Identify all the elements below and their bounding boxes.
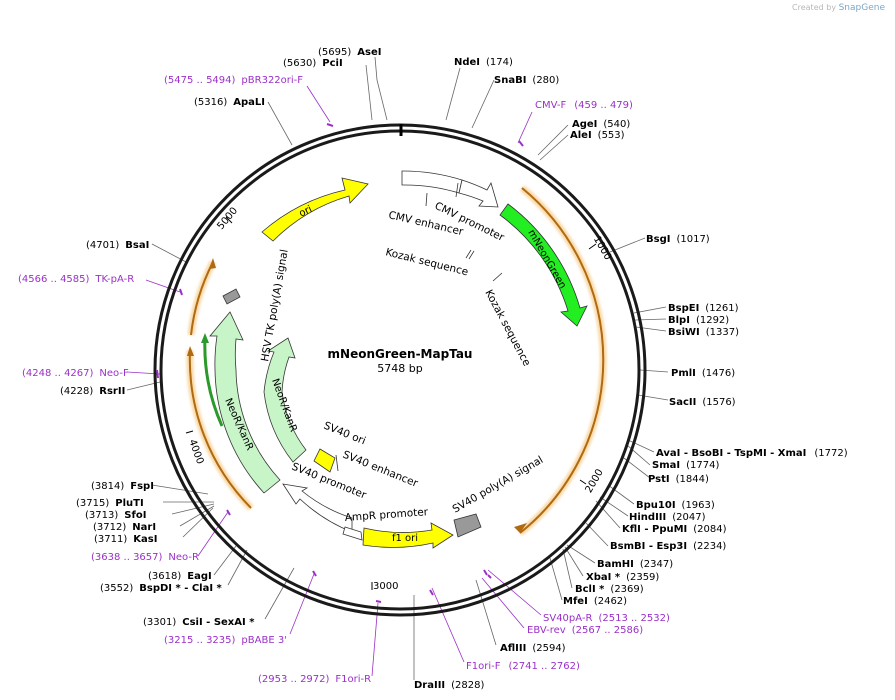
label-ori: ori (297, 204, 314, 220)
label-ampr-promoter: AmpR promoter (344, 506, 429, 524)
feature-f1-ori (362, 522, 454, 549)
site-f1ori-r: (2953 .. 2972)F1ori-R (258, 674, 371, 685)
site-f1ori-f: F1ori-F(2741 .. 2762) (466, 661, 580, 672)
site-bpu10I: Bpu10I(1963) (636, 500, 715, 511)
feature-cmv-enhancer (401, 170, 463, 194)
site-ageI: AgeI(540) (572, 119, 630, 130)
feature-neokan-inner (263, 337, 307, 463)
label-mneongreen: mNeonGreen (525, 228, 568, 291)
site-fspI: (3814)FspI (91, 481, 154, 492)
tick-3000: 3000 (373, 581, 398, 592)
feature-sv40-ori (313, 448, 336, 473)
site-pmlI: PmlI(1476) (671, 368, 735, 379)
tick-4000: 4000 (186, 438, 205, 466)
site-apaLI: (5316)ApaLI (194, 97, 265, 108)
tick-5000: 5000 (215, 206, 240, 233)
orf-arcs (186, 185, 607, 536)
site-csiI-sexAI: (3301)CsiI - SexAI * (143, 617, 255, 628)
site-cmv-f: CMV-F(459 .. 479) (535, 100, 633, 111)
site-sacII: SacII(1576) (669, 397, 736, 408)
site-bsgI: BsgI(1017) (646, 234, 710, 245)
site-kflI-ppuMI: KflI - PpuMI(2084) (622, 524, 727, 535)
snapgene-credit: Created by SnapGene (792, 3, 885, 13)
feature-neokan-outer (209, 311, 281, 494)
site-neo-f: (4248 .. 4267)Neo-F (22, 368, 129, 379)
label-sv40-polya: SV40 poly(A) signal (451, 454, 546, 516)
site-ndeI: NdeI(174) (454, 57, 513, 68)
site-kasI: (3711)KasI (94, 534, 157, 545)
site-pbr322ori-f: (5475 .. 5494)pBR322ori-F (164, 75, 303, 86)
plasmid-size: 5748 bp (377, 362, 422, 375)
site-bspDI-claI: (3552)BspDI * - ClaI * (100, 583, 223, 594)
site-aseI: (5695)AseI (318, 47, 381, 58)
feature-cmv-promoter (458, 179, 499, 208)
label-kozak-2: Kozak sequence (482, 288, 532, 368)
feature-ori (261, 177, 369, 242)
feature-ampr-promoter (342, 526, 363, 541)
feature-sv40-promoter (282, 483, 353, 533)
site-hindIII: HindIII(2047) (629, 512, 706, 523)
site-eagI: (3618)EagI (148, 571, 212, 582)
feature-hsv-polya-box (222, 288, 241, 305)
site-mfeI: MfeI(2462) (563, 596, 627, 607)
site-labels: (5695)AseI (5630)PciI (5475 .. 5494)pBR3… (18, 47, 848, 691)
site-bsiWI: BsiWI(1337) (668, 327, 739, 338)
credit-prefix: Created by (792, 3, 837, 12)
site-avaI-group: AvaI - BsoBI - TspMI - XmaI(1772) (656, 448, 848, 459)
site-pstI: PstI(1844) (648, 474, 709, 485)
site-rsrII: (4228)RsrII (60, 386, 125, 397)
tick-1000: 1000 (591, 235, 613, 263)
site-bclI: BclI *(2369) (575, 584, 644, 595)
site-aleI: AleI(553) (570, 130, 625, 141)
features (209, 170, 588, 549)
site-smaI: SmaI(1774) (652, 460, 719, 471)
site-blpI: BlpI(1292) (668, 315, 729, 326)
label-f1-ori: f1 ori (392, 533, 418, 544)
site-bspEI: BspEI(1261) (668, 303, 739, 314)
credit-brand: SnapGene (838, 3, 885, 13)
site-xbaI: XbaI *(2359) (586, 572, 659, 583)
site-sv40pa-r: SV40pA-R(2513 .. 2532) (543, 613, 670, 624)
site-ebv-rev: EBV-rev(2567 .. 2586) (527, 625, 643, 636)
site-narI: (3712)NarI (93, 522, 156, 533)
site-snaBI: SnaBI(280) (494, 75, 559, 86)
site-draIII: DraIII(2828) (414, 680, 485, 691)
site-pluTI: (3715)PluTI (76, 498, 144, 509)
label-kozak-1: Kozak sequence (384, 246, 469, 278)
tick-2000: 2000 (584, 467, 606, 495)
site-tk-pa-r: (4566 .. 4585)TK-pA-R (18, 274, 134, 285)
site-sfoI: (3713)SfoI (85, 510, 146, 521)
site-neo-r: (3638 .. 3657)Neo-R (91, 552, 199, 563)
site-bsmBI-esp3I: BsmBI - Esp3I(2234) (610, 541, 726, 552)
site-aflIII: AflIII(2594) (500, 643, 566, 654)
site-pciI: (5630)PciI (283, 58, 343, 69)
primer-marks (156, 123, 524, 603)
feature-sv40-polya-box (453, 513, 482, 538)
label-sv40-ori: SV40 ori (322, 420, 367, 448)
feature-label-lines (335, 182, 459, 472)
plasmid-name: mNeonGreen-MapTau (328, 347, 473, 361)
feature-mneongreen (499, 203, 588, 327)
site-pbabe3: (3215 .. 3235)pBABE 3' (164, 635, 287, 646)
site-bsaI: (4701)BsaI (86, 240, 149, 251)
site-bamHI: BamHI(2347) (597, 559, 673, 570)
